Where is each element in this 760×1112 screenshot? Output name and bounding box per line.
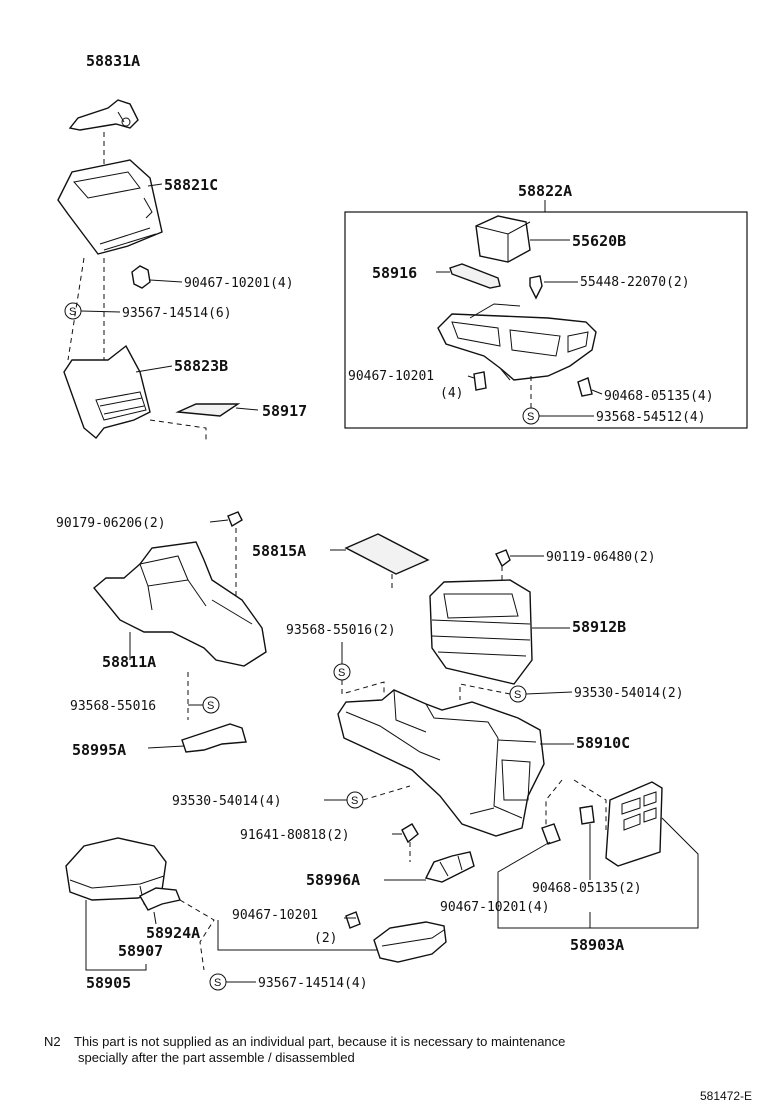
label-90467-low: 90467-10201: [232, 908, 318, 923]
part-58815A-drawing: [344, 533, 430, 575]
label-90119: 90119-06480(2): [546, 550, 656, 565]
s-symbol-93530-2: S: [509, 685, 527, 703]
clip-90467-top: [131, 265, 151, 289]
svg-text:S: S: [351, 795, 358, 807]
pin-55448: [529, 275, 543, 300]
note-line-1: This part is not supplied as an individu…: [74, 1034, 565, 1049]
label-58815A: 58815A: [252, 542, 306, 560]
label-58996A: 58996A: [306, 871, 360, 889]
label-55448: 55448-22070(2): [580, 275, 690, 290]
label-90467-low-qty: (2): [314, 931, 337, 946]
s-symbol-93567-top: S: [64, 302, 82, 320]
s-symbol-93567-low: S: [209, 973, 227, 991]
clip-90467-low4: [541, 823, 561, 845]
svg-text:S: S: [527, 411, 534, 423]
label-58821C: 58821C: [164, 176, 218, 194]
label-58822A: 58822A: [518, 182, 572, 200]
s-symbol-93568-55016-2: S: [333, 663, 351, 681]
svg-text:S: S: [69, 306, 76, 318]
part-58822A-tray-drawing: [437, 303, 597, 381]
label-58831A: 58831A: [86, 52, 140, 70]
svg-text:S: S: [207, 700, 214, 712]
part-hinge-cover-drawing: [373, 921, 447, 963]
svg-text:S: S: [338, 667, 345, 679]
clip-90467-low: [345, 911, 361, 929]
s-symbol-93568-box: S: [522, 407, 540, 425]
part-58916-drawing: [449, 263, 501, 289]
label-90468-low: 90468-05135(2): [532, 881, 642, 896]
assembly-box-58822A: [344, 211, 748, 429]
clip-90468-low: [579, 805, 595, 825]
label-90467-top: 90467-10201(4): [184, 276, 294, 291]
part-58912B-drawing: [429, 579, 533, 685]
label-58916: 58916: [372, 264, 417, 282]
part-58907-armrest-drawing: [65, 837, 167, 911]
label-55620B: 55620B: [572, 232, 626, 250]
label-93567-top: 93567-14514(6): [122, 306, 232, 321]
part-58903A-panel-drawing: [605, 781, 663, 867]
label-90467-box: 90467-10201: [348, 369, 434, 384]
label-58995A: 58995A: [72, 741, 126, 759]
part-58823B-drawing: [63, 344, 151, 439]
label-58903A: 58903A: [570, 936, 624, 954]
label-93568-box: 93568-54512(4): [596, 410, 706, 425]
label-93567-low: 93567-14514(4): [258, 976, 368, 991]
bolt-90119: [495, 549, 511, 568]
label-58912B: 58912B: [572, 618, 626, 636]
label-58907: 58907: [118, 942, 163, 960]
label-93568-55016-2: 93568-55016(2): [286, 623, 396, 638]
part-58821C-drawing: [57, 159, 163, 255]
part-58996A-drawing: [424, 851, 475, 883]
label-93568-55016: 93568-55016: [70, 699, 156, 714]
note-line-2: specially after the part assemble / disa…: [78, 1050, 355, 1065]
part-58831A-drawing: [68, 99, 139, 131]
part-55620B-drawing: [475, 215, 531, 263]
label-90467-low4: 90467-10201(4): [440, 900, 550, 915]
clip-91641: [401, 823, 419, 844]
label-90467-box-qty: (4): [440, 386, 463, 401]
label-58910C: 58910C: [576, 734, 630, 752]
s-symbol-93568-55016: S: [202, 696, 220, 714]
bolt-90179: [227, 511, 243, 528]
label-90468-box: 90468-05135(4): [604, 389, 714, 404]
svg-text:S: S: [514, 689, 521, 701]
label-58905: 58905: [86, 974, 131, 992]
part-58995A-drawing: [181, 723, 247, 753]
part-58910C-drawing: [337, 689, 545, 837]
clip-90468-box: [577, 377, 593, 397]
s-symbol-93530-4: S: [346, 791, 364, 809]
note-code: N2: [44, 1034, 61, 1049]
label-58924A: 58924A: [146, 924, 200, 942]
clip-90467-box: [473, 371, 487, 391]
label-91641: 91641-80818(2): [240, 828, 350, 843]
svg-text:S: S: [214, 977, 221, 989]
label-93530-4: 93530-54014(4): [172, 794, 282, 809]
label-58823B: 58823B: [174, 357, 228, 375]
label-90179: 90179-06206(2): [56, 516, 166, 531]
part-58811A-drawing: [93, 541, 267, 667]
label-93530-2: 93530-54014(2): [574, 686, 684, 701]
reference-code: 581472-E: [700, 1089, 752, 1103]
part-58917-drawing: [175, 403, 241, 417]
label-58811A: 58811A: [102, 653, 156, 671]
label-58917: 58917: [262, 402, 307, 420]
